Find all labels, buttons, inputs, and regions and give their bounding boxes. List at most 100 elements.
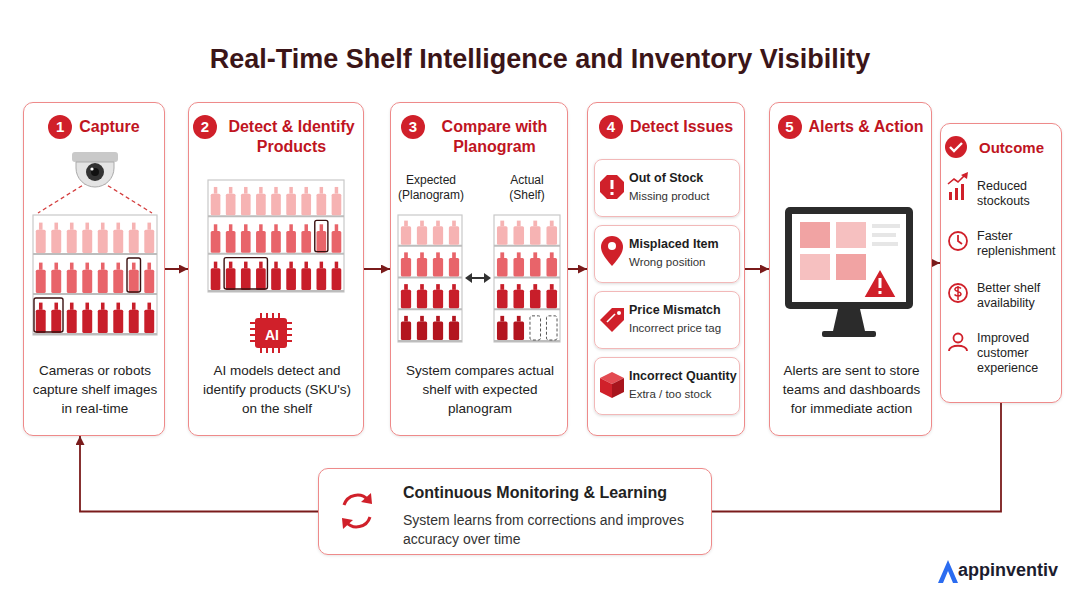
product-bottle	[129, 230, 139, 253]
shelf-board	[33, 293, 157, 295]
shelf-frame	[494, 215, 560, 342]
shelf-board	[33, 253, 157, 255]
product-neck	[320, 187, 323, 194]
shelf-board	[208, 215, 344, 217]
product-bottle	[82, 270, 92, 293]
shelf-drawing	[33, 215, 157, 335]
product-neck	[274, 224, 277, 231]
monitor-icon-part	[800, 254, 830, 280]
product-bottle	[211, 231, 221, 253]
product-neck	[452, 252, 456, 258]
monitor-icon-part	[800, 222, 830, 248]
issue-detail: Incorrect price tag	[629, 321, 739, 335]
product-neck	[304, 262, 307, 269]
outcome-item: Reduced stockouts	[977, 179, 1059, 209]
product-neck	[101, 303, 105, 310]
camera-icon-part	[38, 182, 88, 213]
flow-connector	[364, 268, 390, 270]
camera-icon-part	[91, 168, 99, 176]
product-neck	[550, 221, 554, 227]
product-neck	[244, 224, 247, 231]
product-neck	[147, 303, 151, 310]
product-bottle	[497, 258, 508, 276]
product-neck	[500, 221, 504, 227]
product-bottle	[546, 258, 557, 276]
out-of-stock-icon-part	[611, 180, 614, 195]
product-neck	[404, 316, 408, 322]
product-neck	[436, 221, 440, 227]
missing-product	[530, 316, 541, 340]
brand-logo	[938, 560, 958, 583]
product-bottle	[144, 310, 154, 333]
product-bottle	[449, 322, 459, 340]
diagram-title: Real-Time Shelf Intelligence and Invento…	[0, 44, 1080, 75]
product-bottle	[530, 226, 541, 244]
location-pin-icon	[601, 236, 623, 266]
product-bottle	[226, 194, 236, 216]
flow-connector	[568, 268, 587, 270]
product-bottle	[82, 310, 92, 333]
product-neck	[85, 263, 89, 270]
outcome-icons-part	[949, 232, 967, 250]
outcome-icons-part	[945, 136, 967, 158]
monitor-icon-part	[833, 309, 865, 331]
product-bottle	[129, 270, 139, 293]
product-bottle	[530, 290, 541, 308]
product-bottle	[226, 231, 236, 253]
monitor-icon-part	[822, 331, 876, 337]
product-neck	[517, 316, 521, 322]
monitor-icon-part	[785, 207, 913, 309]
flow-connector	[165, 268, 188, 270]
step-heading: Detect Issues	[630, 115, 733, 137]
product-bottle	[36, 270, 46, 293]
product-bottle	[129, 310, 139, 333]
product-neck	[147, 263, 151, 270]
chip-label: AI	[256, 324, 288, 346]
monitor-icon-part	[863, 268, 897, 298]
loop-heading: Continuous Monitoring & Learning	[403, 483, 703, 503]
monitor-icon-part	[879, 278, 882, 294]
product-bottle	[36, 310, 46, 333]
shelf-board	[398, 308, 462, 310]
product-bottle	[401, 290, 411, 308]
product-bottle	[256, 194, 266, 216]
shelf-board	[398, 245, 462, 247]
camera-icon-part	[76, 162, 114, 187]
product-neck	[259, 187, 262, 194]
issue-detail: Missing product	[629, 189, 739, 203]
step-box: 2Detect & Identify ProductsAIAI models d…	[188, 102, 364, 436]
shelf-drawing	[494, 215, 560, 342]
product-neck	[517, 252, 521, 258]
detection-box	[315, 220, 328, 251]
product-neck	[70, 263, 74, 270]
product-bottle	[449, 290, 459, 308]
outcome-icons-part	[949, 192, 952, 200]
flow-connector	[745, 268, 769, 270]
out-of-stock-icon-part	[600, 175, 624, 199]
product-neck	[320, 224, 323, 231]
product-neck	[101, 263, 105, 270]
outcome-heading: Outcome	[979, 138, 1059, 158]
issue-title: Out of Stock	[629, 170, 739, 186]
step-heading: Compare with Planogram	[432, 115, 557, 157]
step-box: 3Compare with PlanogramExpected (Planogr…	[390, 102, 568, 436]
product-neck	[335, 224, 338, 231]
product-neck	[132, 303, 136, 310]
product-neck	[517, 221, 521, 227]
monitor-icon-part	[836, 222, 866, 248]
outcome-icons-part	[955, 286, 962, 300]
product-bottle	[497, 226, 508, 244]
outcome-icons	[945, 136, 968, 351]
product-neck	[335, 187, 338, 194]
product-neck	[244, 187, 247, 194]
outcome-icons-part	[955, 188, 958, 200]
product-neck	[289, 262, 292, 269]
product-bottle	[286, 268, 296, 290]
shelf-board	[398, 340, 462, 342]
product-neck	[214, 262, 217, 269]
camera-icon-part	[72, 152, 118, 162]
product-bottle	[433, 322, 443, 340]
issue-box: Out of StockMissing product	[594, 159, 740, 217]
product-neck	[147, 223, 151, 230]
detection-box	[224, 258, 267, 289]
